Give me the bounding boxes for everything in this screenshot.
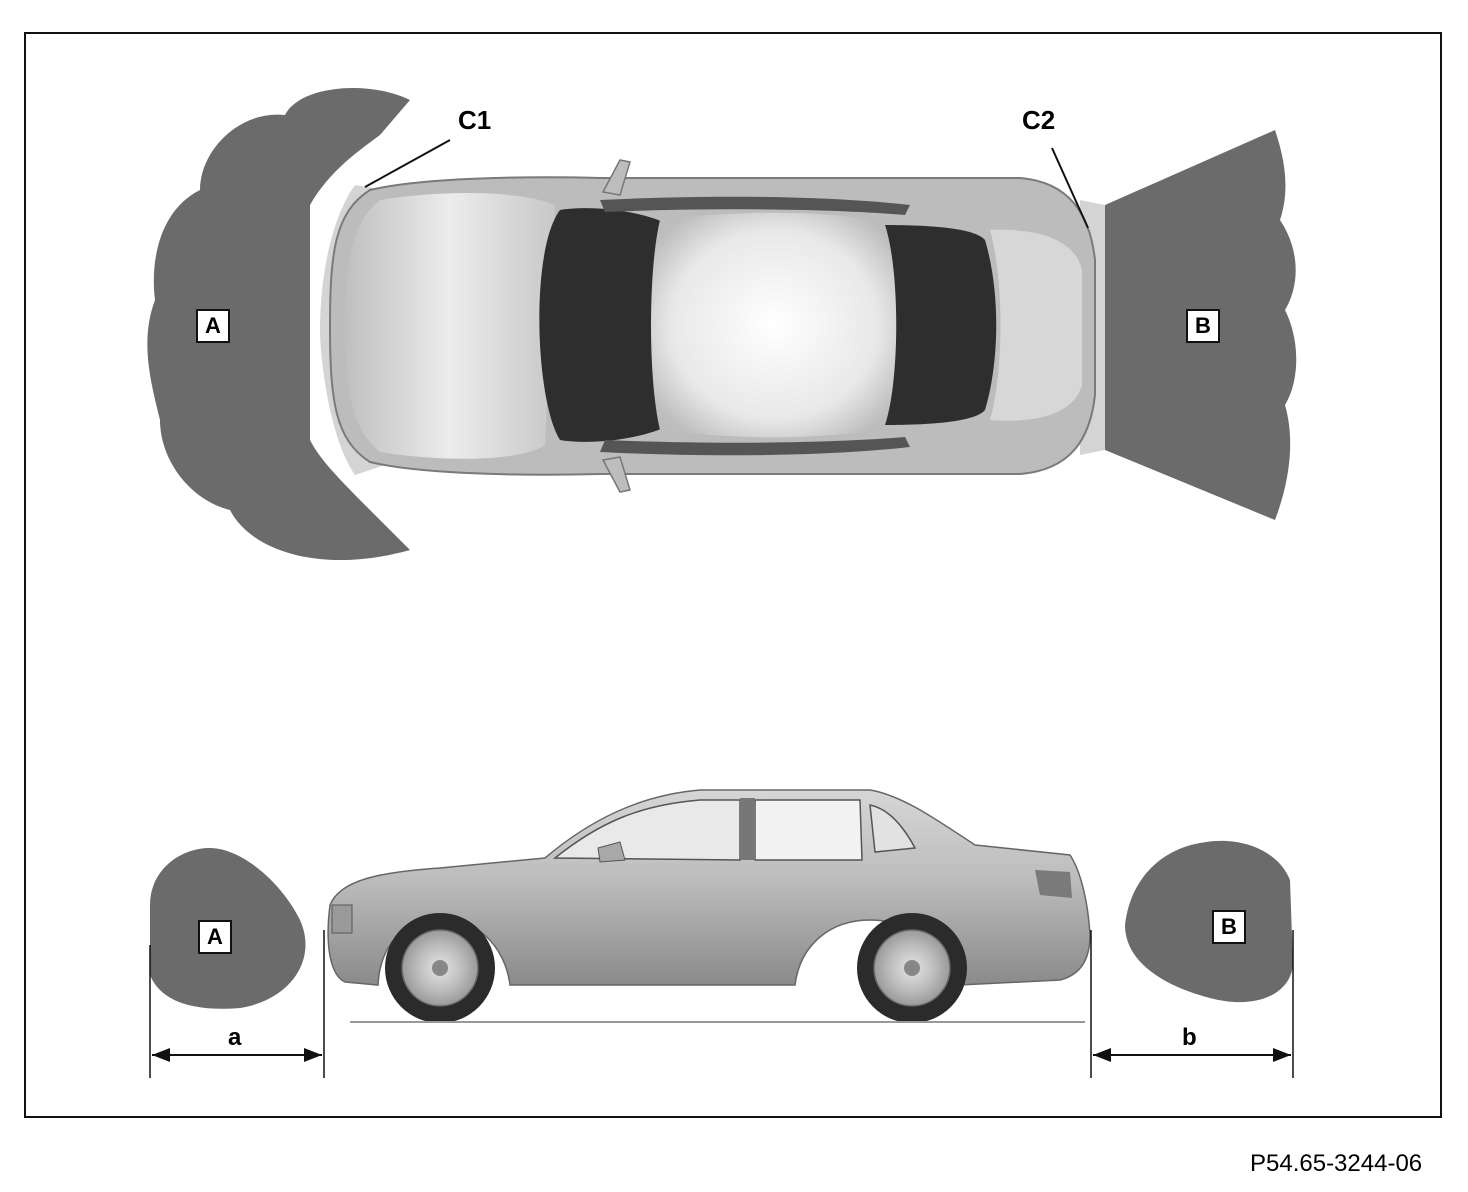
rear-detection-zone-side [1125,840,1293,1003]
dimension-label-a: a [228,1024,242,1051]
zone-label-front-side: A [198,920,232,954]
car-side-view-icon [327,789,1091,1023]
car-top-view-icon [328,159,1096,493]
front-detection-zone-top [147,88,410,561]
sensor-callout-c2: C2 [1022,105,1056,135]
diagram-frame [24,32,1442,1118]
dimension-arrow-icon [152,1048,1291,1062]
zone-label-front-top: A [196,309,230,343]
zone-label-rear-side: B [1212,910,1246,944]
top-view [147,88,1297,561]
side-view [149,789,1294,1078]
callout-line-c2 [1051,147,1089,229]
dimension-label-b: b [1182,1024,1197,1051]
figure-id: P54.65-3244-06 [1250,1150,1423,1177]
zone-label-rear-top: B [1186,309,1220,343]
callout-line-c1 [364,139,451,188]
sensor-callout-c1: C1 [458,105,492,135]
